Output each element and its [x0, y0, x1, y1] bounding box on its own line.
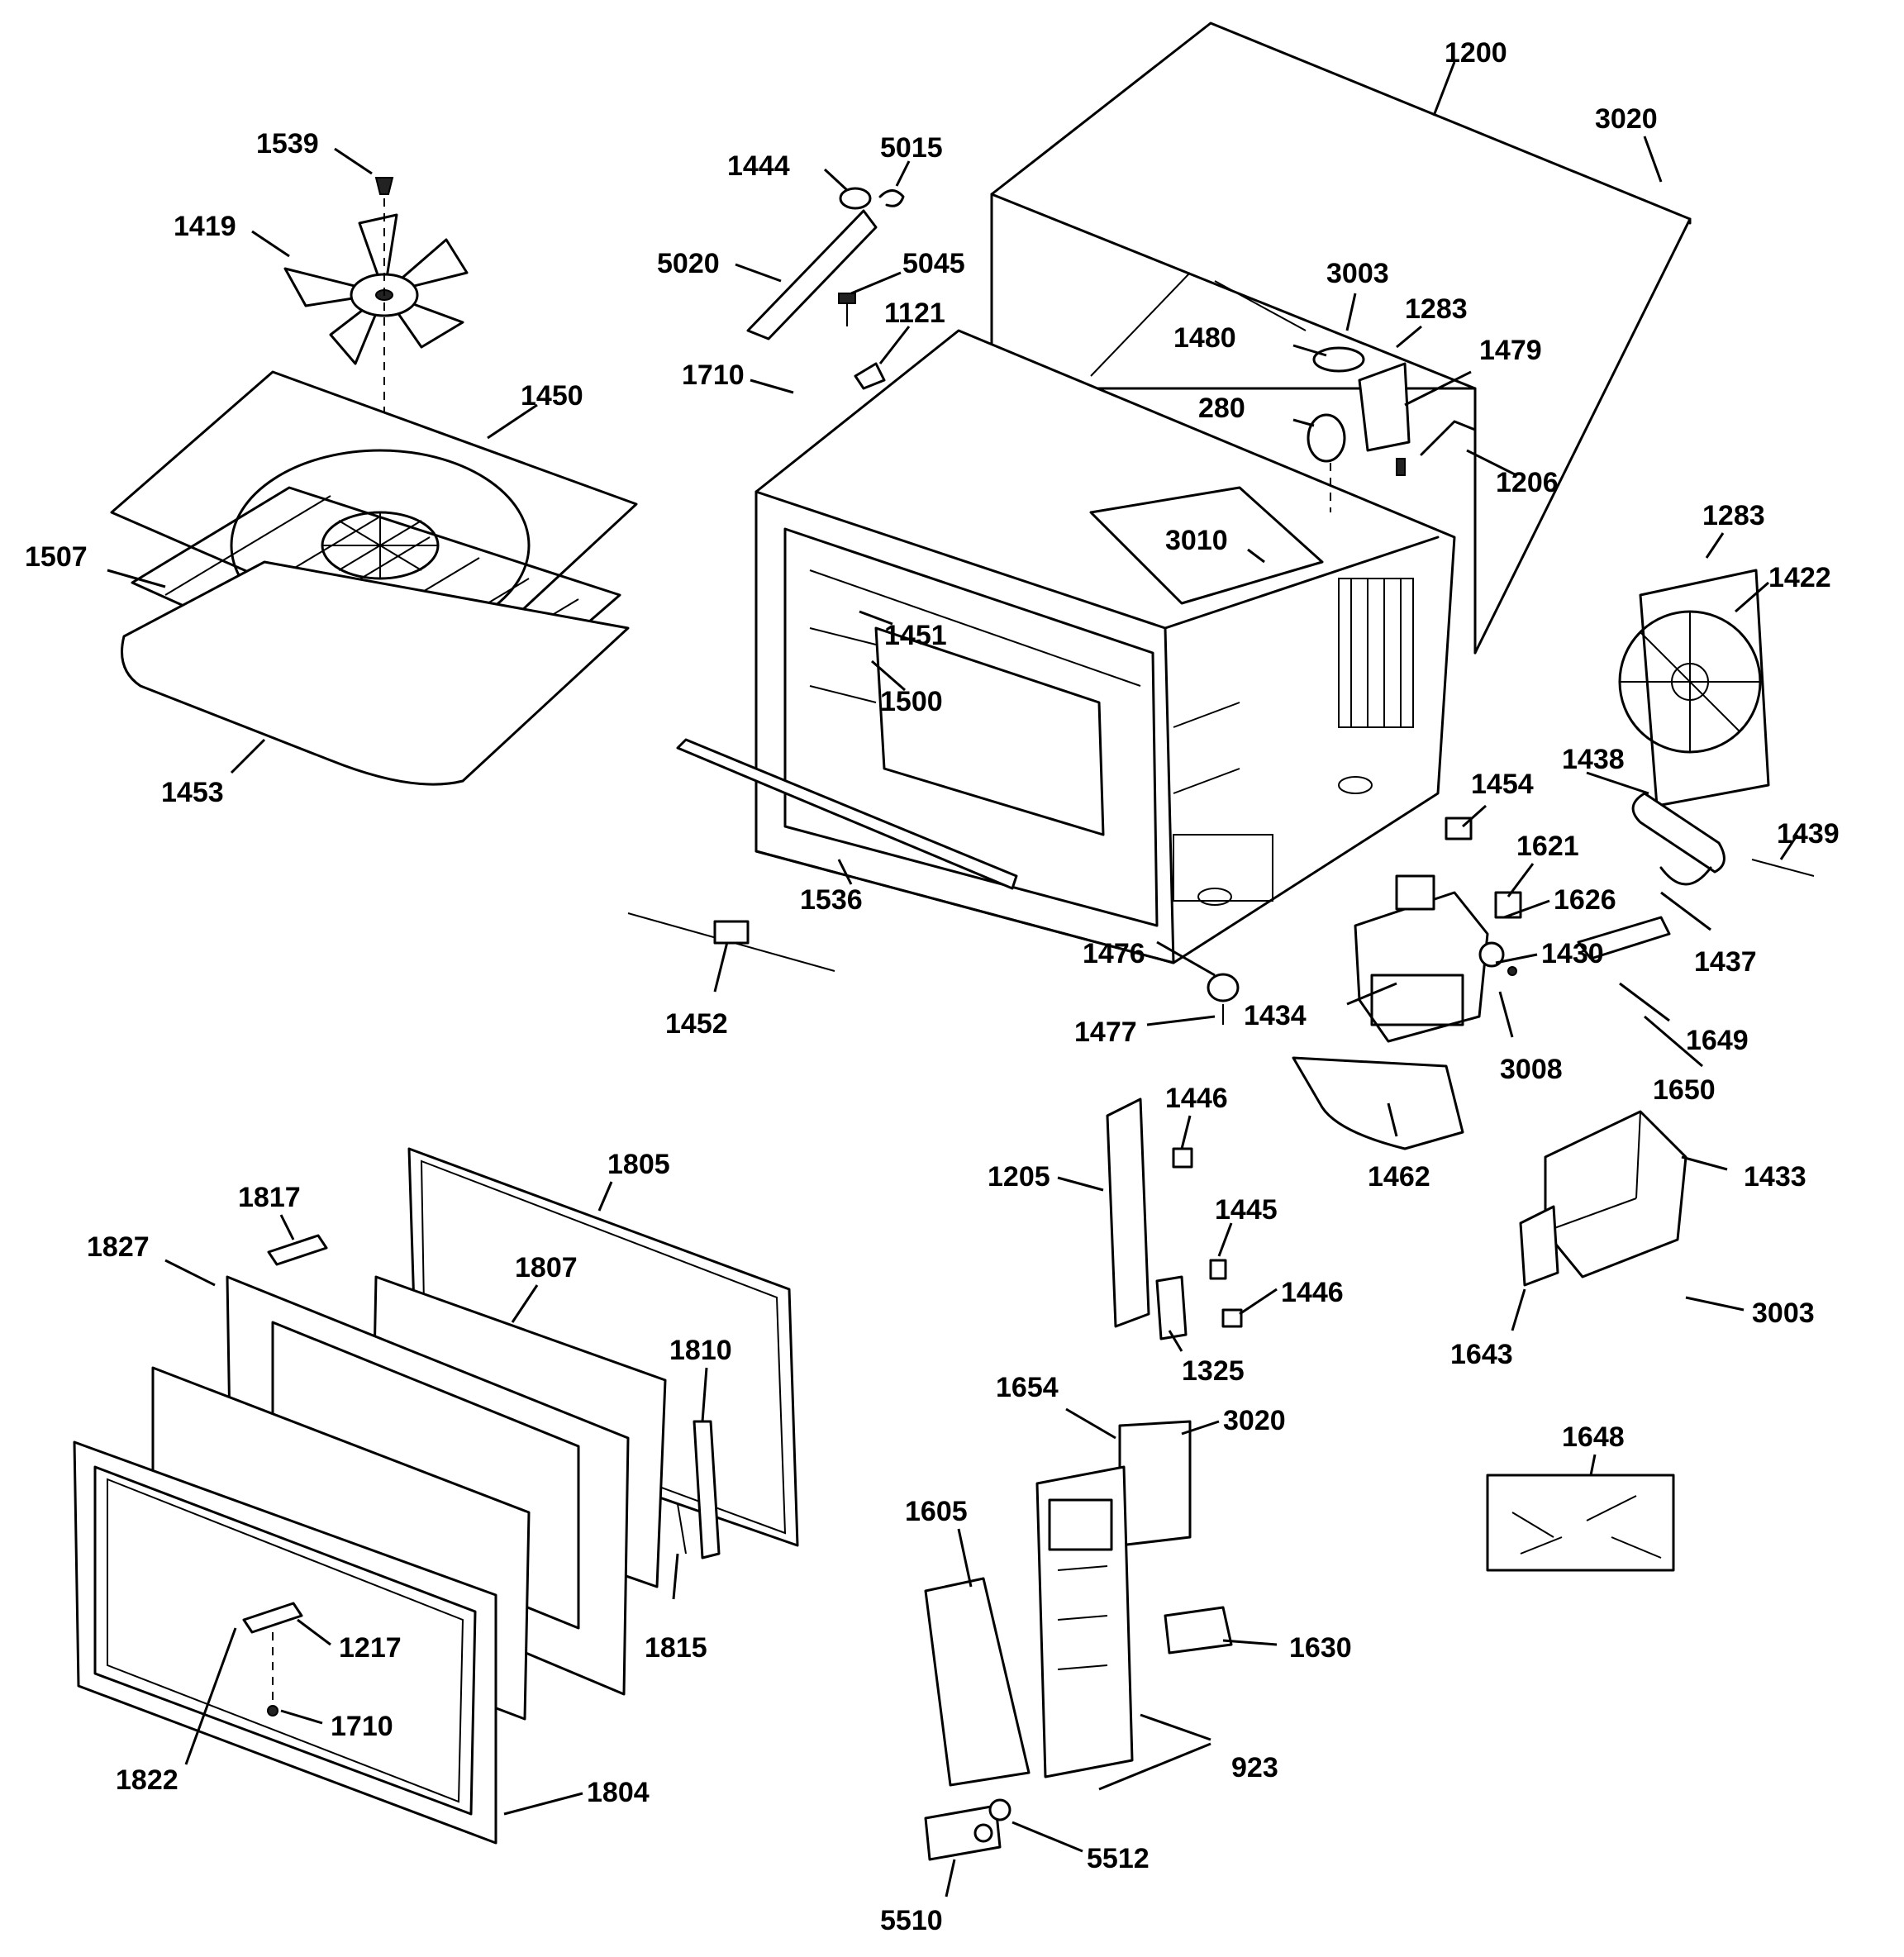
label-1217: 1217 — [339, 1632, 402, 1664]
fan-assembly-1422 — [1618, 569, 1770, 807]
label-923: 923 — [1231, 1752, 1278, 1783]
label-1430: 1430 — [1541, 938, 1604, 969]
label-3008: 3008 — [1500, 1054, 1563, 1085]
label-1507: 1507 — [25, 541, 88, 573]
wire-kit-1648 — [1486, 1474, 1675, 1572]
label-1650: 1650 — [1653, 1074, 1716, 1106]
label-5020: 5020 — [657, 248, 720, 279]
front-trim-1536 — [627, 738, 1018, 972]
label-1654: 1654 — [996, 1372, 1059, 1403]
vent-grille — [1173, 578, 1414, 902]
label-1200: 1200 — [1445, 37, 1507, 69]
choke-1810 — [677, 1420, 721, 1559]
label-5512: 5512 — [1087, 1843, 1150, 1874]
label-1649: 1649 — [1686, 1025, 1749, 1056]
transformer-1433 — [1519, 916, 1687, 1287]
label-1283: 1283 — [1405, 293, 1468, 325]
switch-bracket-1205 — [1106, 1098, 1243, 1340]
label-1444: 1444 — [727, 150, 790, 182]
lamp-assembly — [1307, 346, 1477, 512]
label-3003: 3003 — [1326, 258, 1389, 289]
label-1325: 1325 — [1182, 1355, 1245, 1387]
label-1437: 1437 — [1694, 946, 1757, 978]
label-1815: 1815 — [645, 1632, 707, 1664]
leader-lines — [107, 61, 1799, 1897]
label-1452: 1452 — [665, 1008, 728, 1040]
oven-cavity-chassis — [754, 329, 1456, 964]
label-1621: 1621 — [1516, 831, 1579, 862]
label-1462: 1462 — [1368, 1161, 1430, 1193]
label-1630: 1630 — [1289, 1632, 1352, 1664]
label-5510: 5510 — [880, 1905, 943, 1936]
label-1477: 1477 — [1074, 1017, 1137, 1048]
label-1419: 1419 — [174, 211, 236, 242]
label-5045: 5045 — [902, 248, 965, 279]
label-1807: 1807 — [515, 1252, 578, 1283]
stirrer-fan-1419 — [283, 177, 469, 430]
label-1446: 1446 — [1165, 1083, 1228, 1114]
label-3020: 3020 — [1595, 103, 1658, 135]
label-1438: 1438 — [1562, 744, 1625, 775]
label-1822: 1822 — [116, 1764, 178, 1796]
label-1810: 1810 — [669, 1335, 732, 1366]
label-1648: 1648 — [1562, 1421, 1625, 1453]
label-1804: 1804 — [587, 1777, 650, 1808]
label-1433: 1433 — [1744, 1161, 1806, 1193]
part-labels: 1200 3020 1539 1444 5015 1419 5020 5045 … — [25, 37, 1840, 1936]
label-1451: 1451 — [884, 620, 947, 651]
label-1454: 1454 — [1471, 769, 1534, 800]
door-hinges — [242, 1234, 328, 1717]
waveguide-1462 — [1292, 1056, 1464, 1150]
label-1439: 1439 — [1777, 818, 1840, 850]
label-3003: 3003 — [1752, 1298, 1815, 1329]
label-3020: 3020 — [1223, 1405, 1286, 1436]
label-1453: 1453 — [161, 777, 224, 808]
label-1626: 1626 — [1554, 884, 1616, 916]
label-1817: 1817 — [238, 1182, 301, 1213]
label-1476: 1476 — [1083, 938, 1145, 969]
label-1121: 1121 — [884, 298, 945, 329]
label-1643: 1643 — [1450, 1339, 1513, 1370]
label-1536: 1536 — [800, 884, 863, 916]
label-280: 280 — [1198, 393, 1245, 424]
label-1450: 1450 — [521, 380, 583, 412]
label-1710: 1710 — [682, 359, 745, 391]
label-1283: 1283 — [1702, 500, 1765, 531]
capacitor-1438 — [1631, 792, 1815, 886]
label-1422: 1422 — [1768, 562, 1831, 593]
label-1445: 1445 — [1215, 1194, 1278, 1226]
label-1479: 1479 — [1479, 335, 1542, 366]
control-panel — [924, 1420, 1233, 1861]
label-1480: 1480 — [1173, 322, 1236, 354]
label-5015: 5015 — [880, 132, 943, 164]
label-1827: 1827 — [87, 1231, 150, 1263]
label-1710: 1710 — [331, 1711, 393, 1742]
label-3010: 3010 — [1165, 525, 1228, 556]
door-outer-1804 — [73, 1440, 497, 1845]
label-1605: 1605 — [905, 1496, 968, 1527]
label-1446: 1446 — [1281, 1277, 1344, 1308]
label-1805: 1805 — [607, 1149, 670, 1180]
bake-tray-1453 — [121, 560, 630, 786]
thermal-cutout-bracket — [746, 187, 905, 390]
label-1500: 1500 — [880, 686, 943, 717]
label-1539: 1539 — [256, 128, 319, 160]
label-1434: 1434 — [1244, 1000, 1307, 1031]
label-1205: 1205 — [988, 1161, 1050, 1193]
label-1206: 1206 — [1496, 467, 1559, 498]
